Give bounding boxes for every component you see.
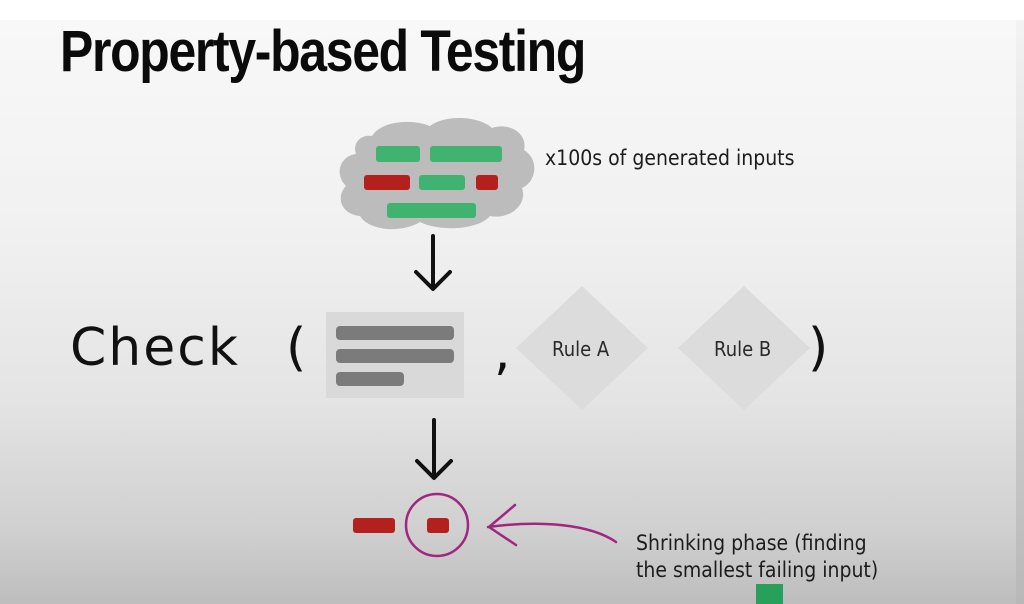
rule-a-diamond [516,286,648,410]
cloud-shape [339,117,535,230]
close-paren: ) [808,318,829,378]
code-line [336,326,454,340]
shrink-label-line1: Shrinking phase (finding [636,531,867,555]
input-fail [364,175,410,190]
slide-edge [1016,20,1024,604]
failing-input-minimal [427,518,449,533]
code-line [336,349,454,363]
check-label: Check [70,318,240,378]
code-line [336,372,404,386]
code-lines-icon [326,312,464,398]
rule-b-label: Rule B [714,337,772,361]
shrink-label-line2: the smallest failing input) [636,558,879,582]
input-pass [376,146,420,162]
input-fail [476,175,498,190]
rule-b-diamond [678,286,810,410]
rule-a-label: Rule A [552,337,610,361]
input-pass [387,203,476,218]
failing-input-large [353,518,395,533]
slide-title: Property-based Testing [60,19,586,84]
input-pass [419,175,465,190]
left-arrow-icon [486,503,618,547]
highlight-circle [404,492,470,558]
down-arrow-icon [414,234,452,291]
input-cloud-icon [339,117,535,230]
comma: , [494,322,511,382]
input-pass [430,146,502,162]
generated-inputs-label: x100s of generated inputs [545,146,795,170]
shrinking-phase-label: Shrinking phase (finding the smallest fa… [636,530,878,584]
cursor-marker [756,584,783,604]
down-arrow-icon [415,418,453,480]
open-paren: ( [286,318,307,378]
